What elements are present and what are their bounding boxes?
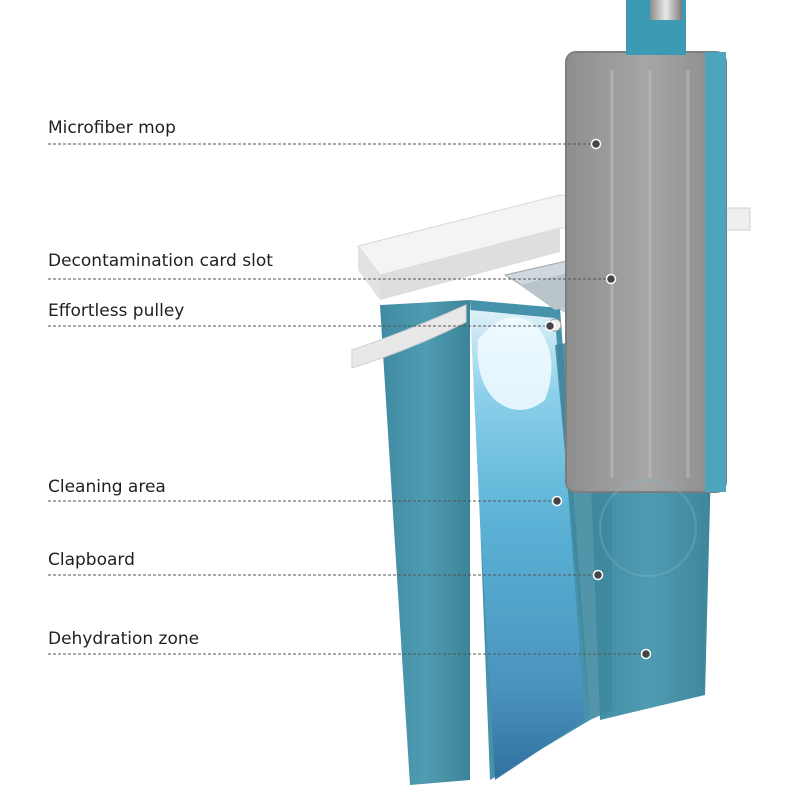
label-decontamination-card-slot: Decontamination card slot	[48, 251, 273, 271]
anchor-dot-clapboard	[592, 569, 604, 581]
bucket-handle	[351, 304, 467, 369]
label-cleaning-area: Cleaning area	[48, 477, 166, 497]
anchor-dot-microfiber-mop	[590, 138, 602, 150]
mop-handle	[626, 0, 686, 55]
anchor-dot-cleaning-area	[551, 495, 563, 507]
cleaning-area-water	[470, 310, 585, 780]
anchor-dot-decontamination-card-slot	[605, 273, 617, 285]
callout-leaders	[48, 138, 652, 660]
label-effortless-pulley: Effortless pulley	[48, 301, 185, 321]
label-clapboard: Clapboard	[48, 550, 135, 570]
water-splash	[477, 317, 552, 410]
label-microfiber-mop: Microfiber mop	[48, 118, 176, 138]
microfiber-mop-pad	[565, 51, 727, 493]
label-dehydration-zone: Dehydration zone	[48, 629, 200, 649]
watermark-seal	[599, 479, 697, 577]
anchor-dot-dehydration-zone	[640, 648, 652, 660]
anchor-dot-effortless-pulley	[544, 320, 556, 332]
